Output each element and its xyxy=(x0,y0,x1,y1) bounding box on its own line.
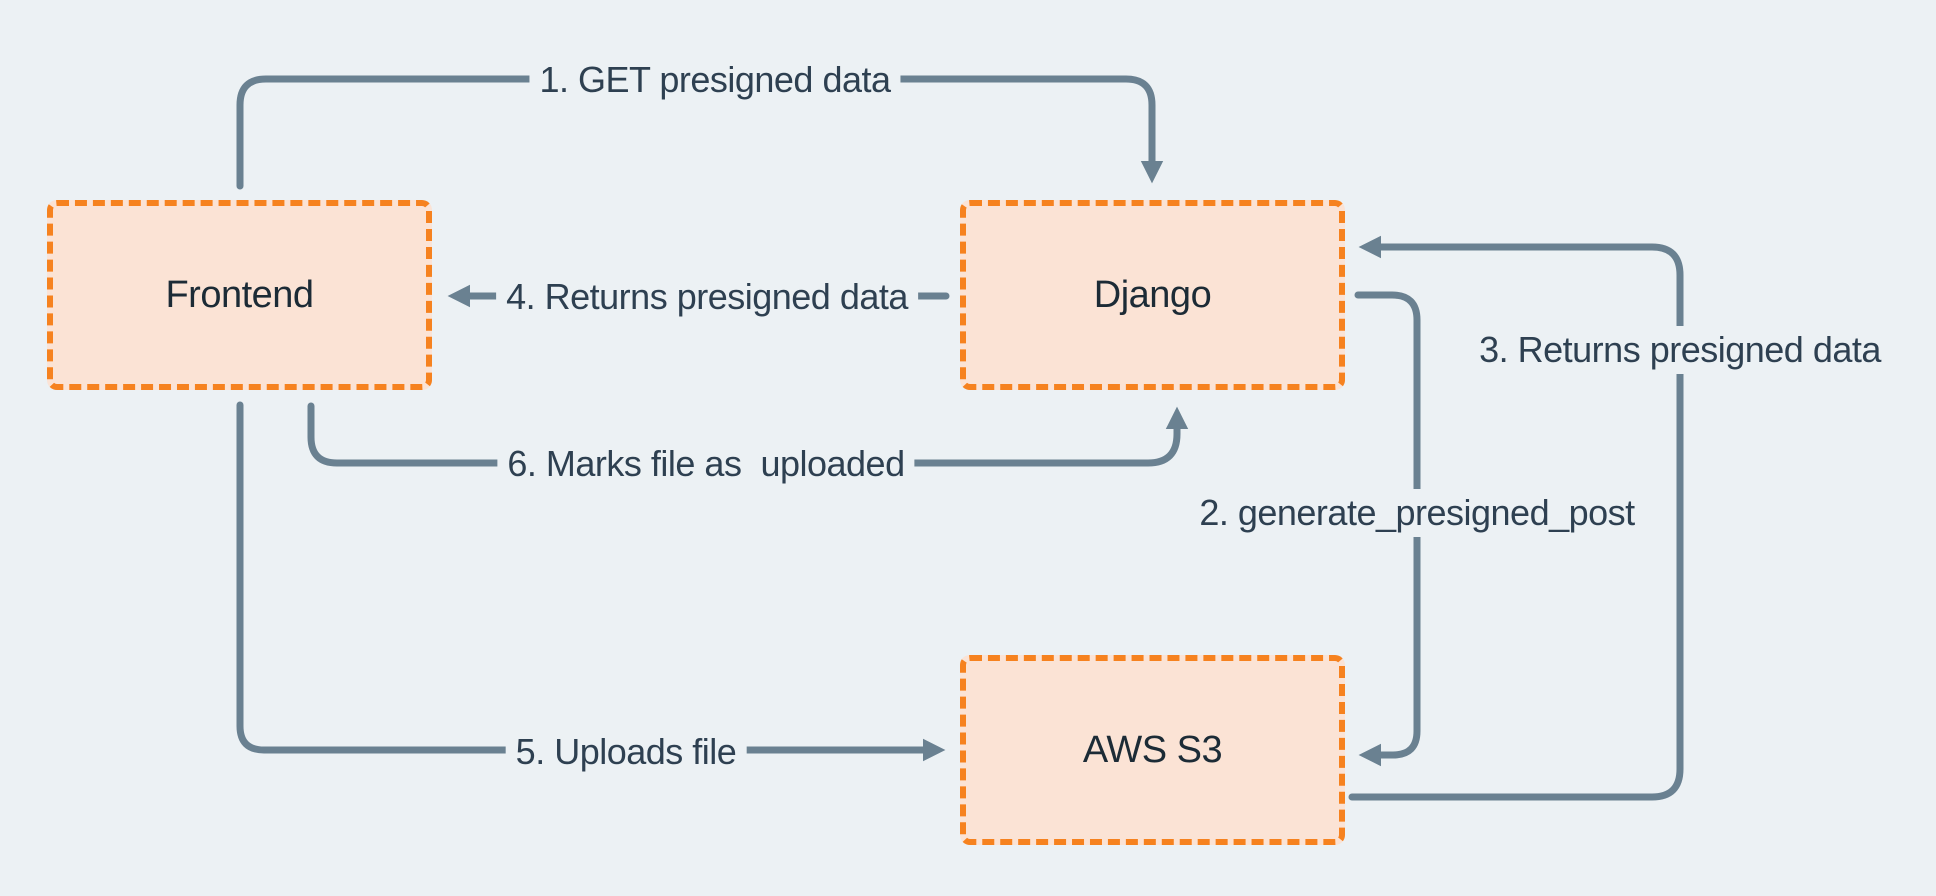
node-frontend: Frontend xyxy=(47,200,432,390)
node-django: Django xyxy=(960,200,1345,390)
node-aws-s3-label: AWS S3 xyxy=(1082,728,1223,771)
edge-label-generate-presigned-post: 2. generate_presigned_post xyxy=(1189,489,1645,537)
edge-label-returns-presigned-data-s3: 3. Returns presigned data xyxy=(1469,326,1891,374)
edge-label-returns-presigned-data-frontend: 4. Returns presigned data xyxy=(496,273,918,321)
node-aws-s3: AWS S3 xyxy=(960,655,1345,845)
edge-3-returns-presigned-data xyxy=(1348,235,1684,801)
edge-5-uploads-file xyxy=(236,401,946,762)
edge-label-get-presigned-data: 1. GET presigned data xyxy=(529,56,901,104)
edge-label-uploads-file: 5. Uploads file xyxy=(505,728,747,776)
edge-label-marks-file-uploaded: 6. Marks file as uploaded xyxy=(497,440,915,488)
node-frontend-label: Frontend xyxy=(165,273,314,316)
node-django-label: Django xyxy=(1093,273,1212,316)
